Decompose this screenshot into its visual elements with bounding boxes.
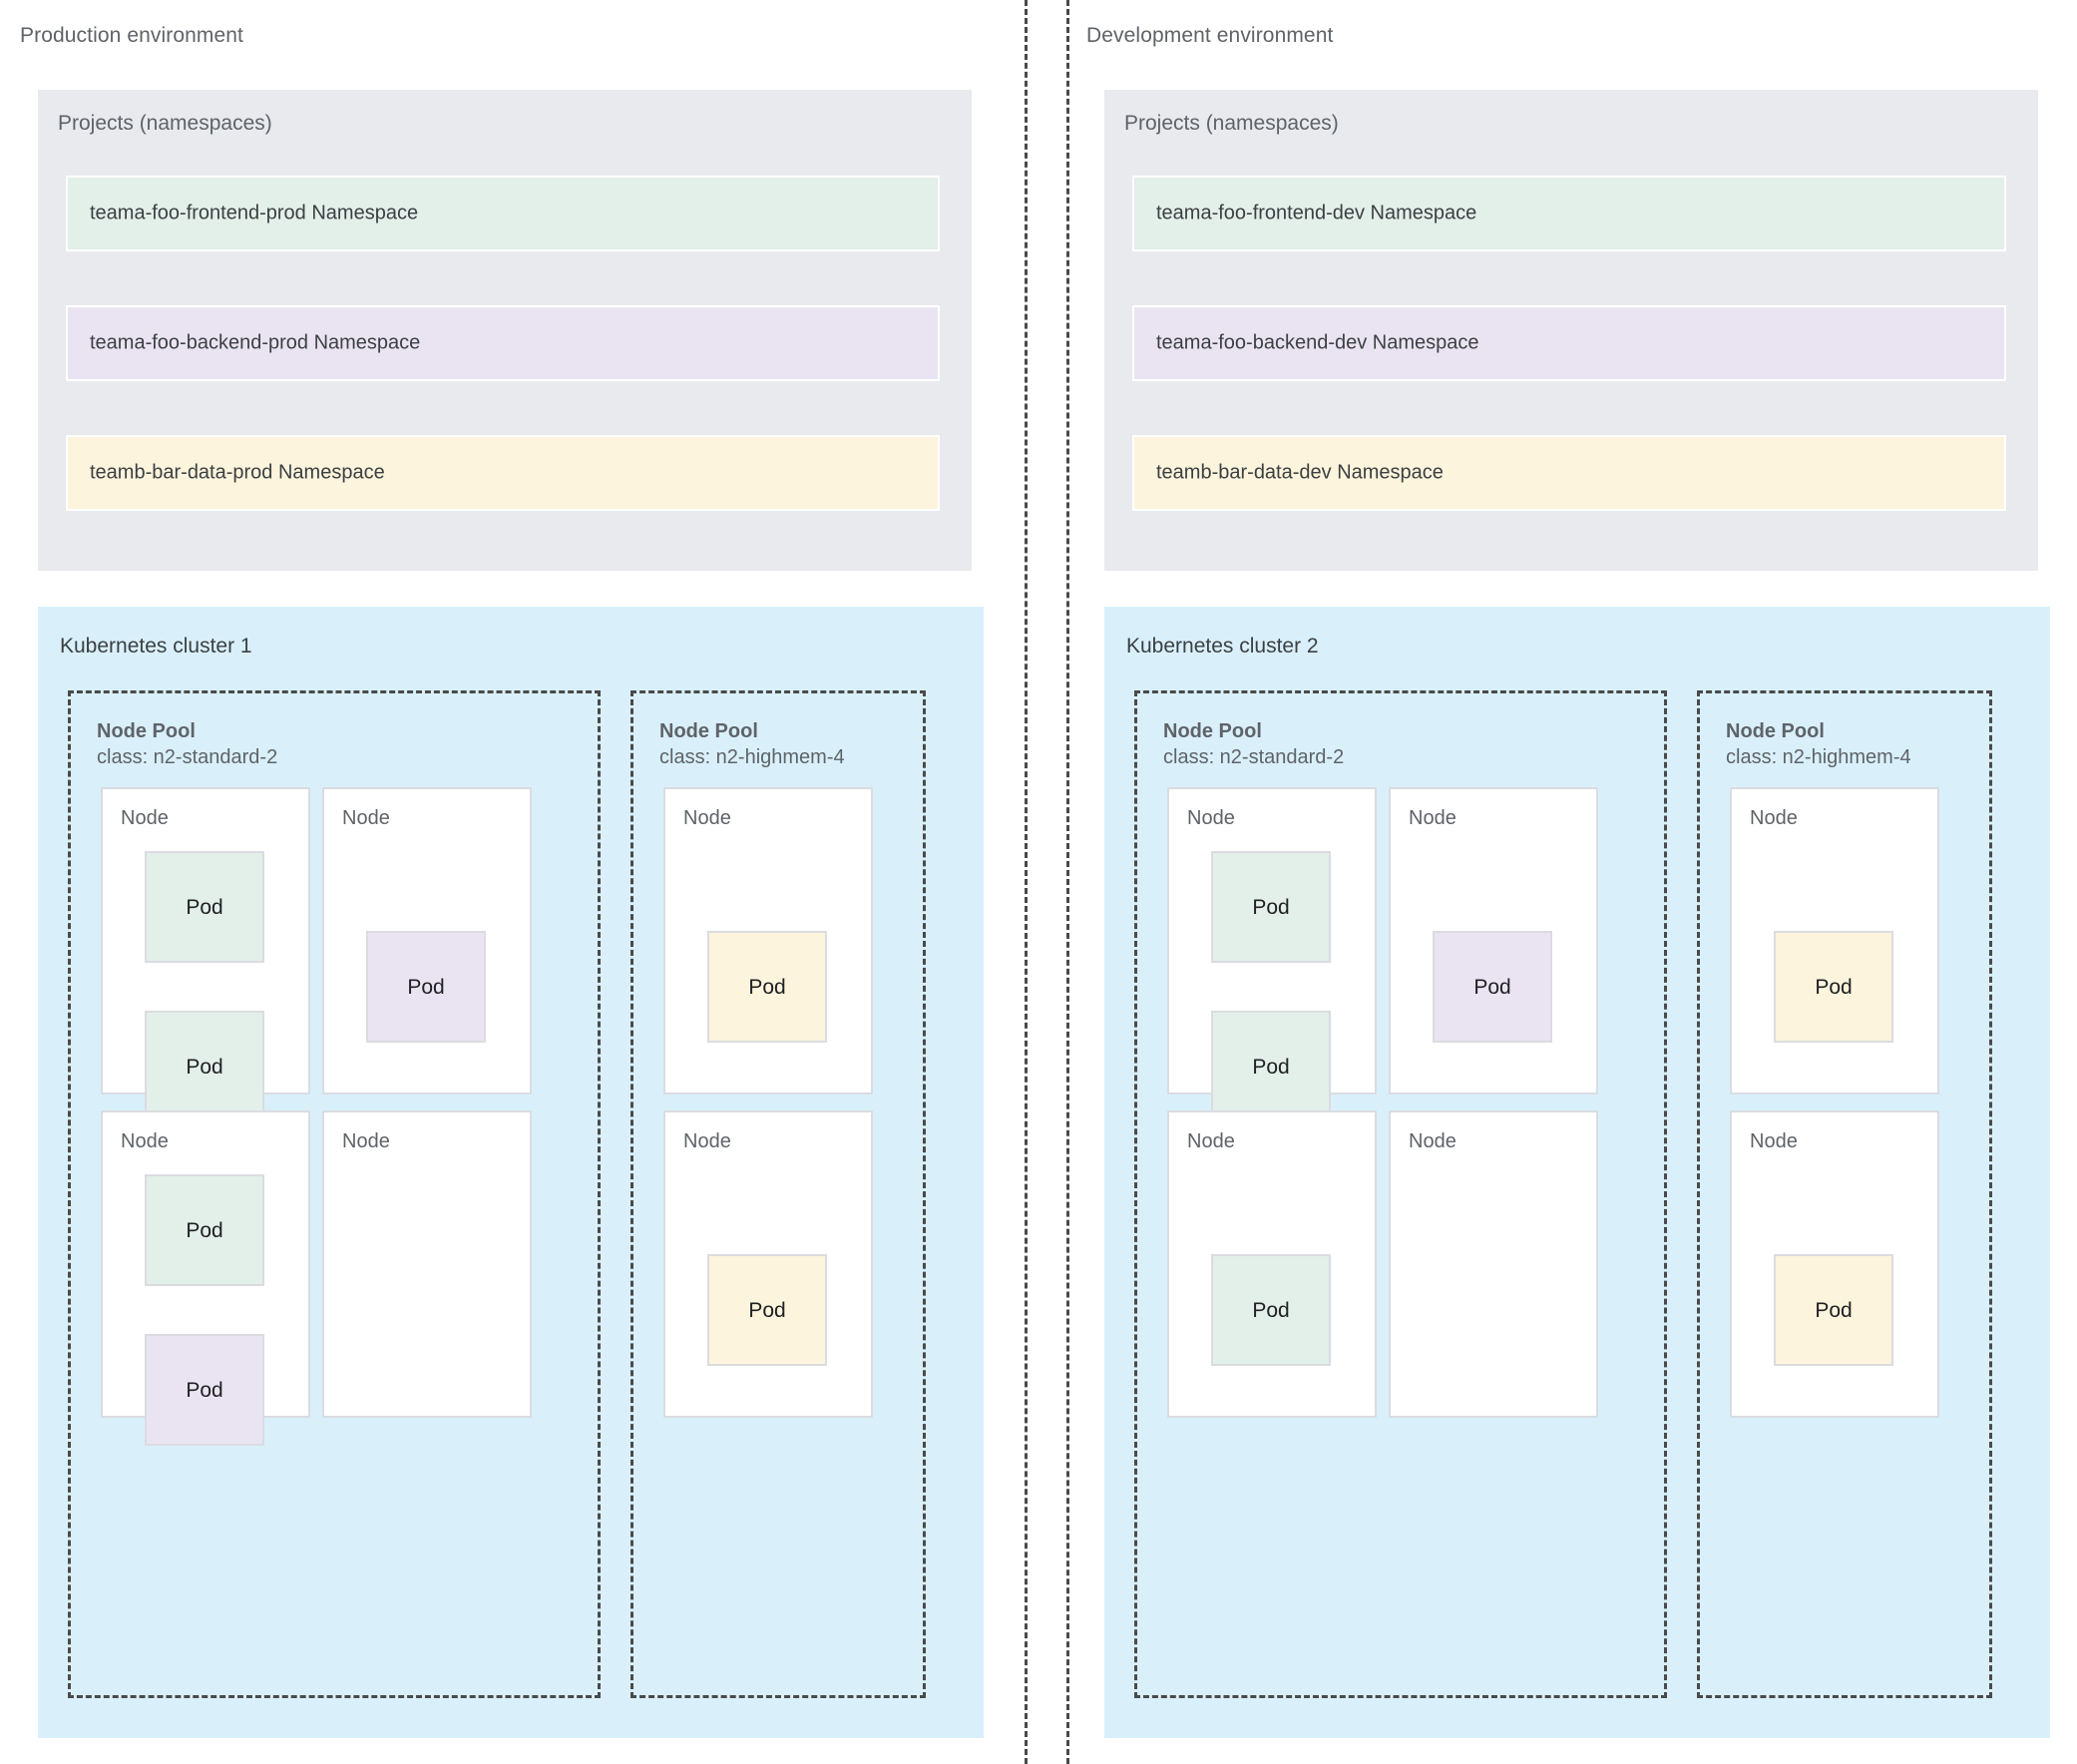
pod-label: Pod [1252,895,1290,919]
environment-title: Development environment [1086,24,1334,47]
pod-box[interactable]: Pod [1211,1011,1331,1122]
namespace-label: teama-foo-frontend-prod Namespace [90,202,419,224]
projects-namespaces-panel: Projects (namespaces) teama-foo-frontend… [1104,90,2038,571]
node-box[interactable]: Node Pod [663,1110,873,1418]
environment-title: Production environment [20,24,243,47]
pod-box[interactable]: Pod [707,1254,827,1366]
pod-box[interactable]: Pod [145,851,264,963]
node-box[interactable]: Node Pod [1730,787,1939,1095]
namespace-box[interactable]: teama-foo-frontend-dev Namespace [1132,176,2006,251]
node-pool-header: Node Pool class: n2-highmem-4 [1726,719,1911,770]
kubernetes-cluster-panel: Kubernetes cluster 2 Node Pool class: n2… [1104,607,2050,1738]
node-box[interactable]: Node [322,1110,532,1418]
node-pool-class: class: n2-highmem-4 [659,745,845,768]
namespace-box[interactable]: teama-foo-backend-prod Namespace [66,305,940,381]
namespace-box[interactable]: teama-foo-frontend-prod Namespace [66,176,940,251]
node-box[interactable]: Node Pod Pod [101,787,310,1122]
environment-development: Development environment Projects (namesp… [1066,0,2077,1764]
namespace-box[interactable]: teama-foo-backend-dev Namespace [1132,305,2006,381]
node-pool-standard: Node Pool class: n2-standard-2 Node Pod … [68,690,601,1698]
node-pool-header: Node Pool class: n2-standard-2 [1163,719,1344,770]
node-pool-standard: Node Pool class: n2-standard-2 Node Pod … [1134,690,1667,1698]
node-box[interactable]: Node Pod [1389,787,1598,1095]
node-pool-highmem: Node Pool class: n2-highmem-4 Node Pod N… [630,690,926,1698]
node-label: Node [1409,1130,1456,1152]
node-box[interactable]: Node Pod [322,787,532,1095]
pod-box[interactable]: Pod [145,1174,264,1286]
pod-label: Pod [1815,975,1853,999]
pod-label: Pod [186,1055,223,1079]
node-label: Node [1750,807,1798,829]
node-label: Node [683,807,731,829]
namespace-label: teamb-bar-data-prod Namespace [90,461,385,484]
environment-divider-line-2 [1066,0,1069,1764]
node-label: Node [1187,1130,1235,1152]
projects-namespaces-panel: Projects (namespaces) teama-foo-frontend… [38,90,972,571]
node-pool-name: Node Pool [97,720,196,742]
pod-box[interactable]: Pod [145,1011,264,1122]
node-label: Node [1187,807,1235,829]
node-label: Node [683,1130,731,1152]
pod-label: Pod [1473,975,1511,999]
cluster-title: Kubernetes cluster 2 [1126,635,1319,658]
pod-label: Pod [748,975,786,999]
cluster-title: Kubernetes cluster 1 [60,635,252,658]
node-box[interactable]: Node Pod [1167,1110,1377,1418]
pod-label: Pod [748,1298,786,1322]
pod-label: Pod [186,1218,223,1242]
node-label: Node [1409,807,1456,829]
node-label: Node [342,1130,390,1152]
node-pool-name: Node Pool [1726,720,1825,742]
pod-box[interactable]: Pod [366,931,486,1043]
node-pool-class: class: n2-standard-2 [1163,745,1345,768]
node-pool-name: Node Pool [1163,720,1262,742]
pod-label: Pod [186,1378,223,1402]
node-label: Node [121,1130,169,1152]
pod-label: Pod [407,975,445,999]
namespace-label: teama-foo-backend-dev Namespace [1156,331,1479,354]
node-pool-class: class: n2-highmem-4 [1726,745,1911,768]
pod-box[interactable]: Pod [1774,931,1893,1043]
node-pool-name: Node Pool [659,720,758,742]
node-pool-header: Node Pool class: n2-highmem-4 [659,719,845,770]
pod-label: Pod [1252,1055,1290,1079]
node-box[interactable]: Node Pod [663,787,873,1095]
projects-panel-title: Projects (namespaces) [1124,112,1339,135]
pod-box[interactable]: Pod [1774,1254,1893,1366]
node-label: Node [121,807,169,829]
node-box[interactable]: Node Pod Pod [101,1110,310,1446]
pod-box[interactable]: Pod [1433,931,1552,1043]
pod-label: Pod [1815,1298,1853,1322]
namespace-box[interactable]: teamb-bar-data-dev Namespace [1132,435,2006,511]
namespace-box[interactable]: teamb-bar-data-prod Namespace [66,435,940,511]
environment-divider-line-1 [1025,0,1028,1764]
pod-label: Pod [186,895,223,919]
projects-panel-title: Projects (namespaces) [58,112,272,135]
pod-box[interactable]: Pod [145,1334,264,1446]
pod-label: Pod [1252,1298,1290,1322]
namespace-label: teamb-bar-data-dev Namespace [1156,461,1444,484]
namespace-label: teama-foo-frontend-dev Namespace [1156,202,1477,224]
node-box[interactable]: Node [1389,1110,1598,1418]
node-label: Node [1750,1130,1798,1152]
node-pool-header: Node Pool class: n2-standard-2 [97,719,277,770]
kubernetes-cluster-panel: Kubernetes cluster 1 Node Pool class: n2… [38,607,984,1738]
node-box[interactable]: Node Pod [1730,1110,1939,1418]
namespace-label: teama-foo-backend-prod Namespace [90,331,421,354]
environment-production: Production environment Projects (namespa… [0,0,1025,1764]
node-pool-highmem: Node Pool class: n2-highmem-4 Node Pod N… [1697,690,1992,1698]
node-label: Node [342,807,390,829]
node-box[interactable]: Node Pod Pod [1167,787,1377,1122]
pod-box[interactable]: Pod [1211,851,1331,963]
pod-box[interactable]: Pod [1211,1254,1331,1366]
pod-box[interactable]: Pod [707,931,827,1043]
node-pool-class: class: n2-standard-2 [97,745,278,768]
